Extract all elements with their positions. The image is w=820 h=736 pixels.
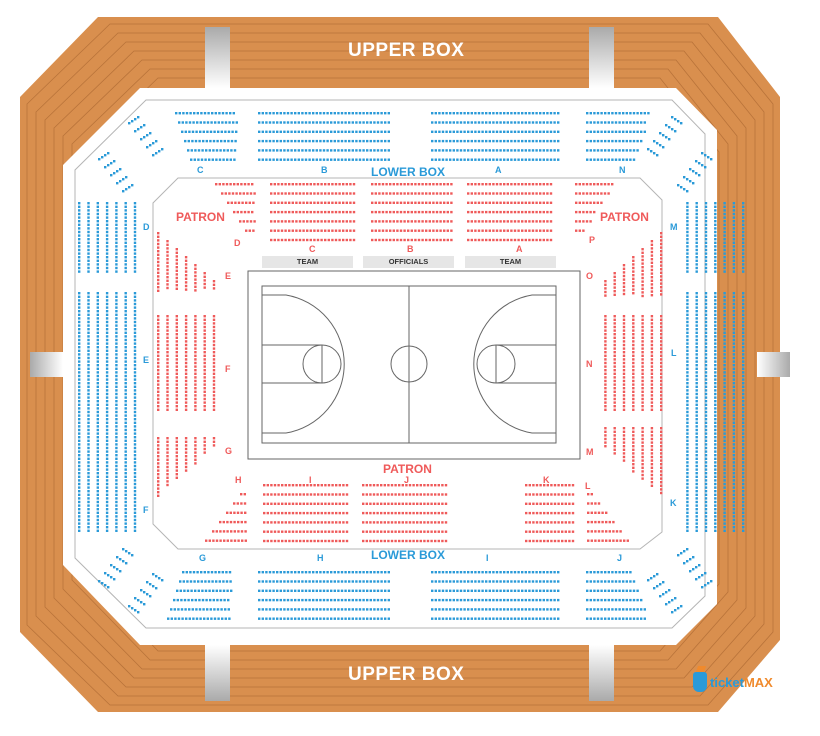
- section-patron-B[interactable]: B: [407, 244, 414, 254]
- logo-text-max: MAX: [743, 674, 773, 690]
- logo-text-ticket: ticket: [710, 674, 744, 690]
- section-lower-F[interactable]: F: [143, 505, 149, 515]
- section-lower-C[interactable]: C: [197, 165, 204, 175]
- tunnel-top-left: [205, 27, 230, 88]
- section-patron-C[interactable]: C: [309, 244, 316, 254]
- section-patron-H[interactable]: H: [235, 475, 242, 485]
- section-lower-I[interactable]: I: [486, 553, 489, 563]
- section-patron-F[interactable]: F: [225, 364, 231, 374]
- section-lower-J[interactable]: J: [617, 553, 623, 563]
- upper-box-bottom-label: UPPER BOX: [348, 664, 465, 685]
- section-lower-L[interactable]: L: [671, 348, 677, 358]
- team-bench-right: TEAM: [465, 256, 556, 268]
- ticket-cup-icon: [693, 672, 707, 692]
- patron-right-label: PATRON: [600, 210, 649, 224]
- section-lower-D[interactable]: D: [143, 222, 150, 232]
- section-lower-B[interactable]: B: [321, 165, 328, 175]
- tunnel-left: [30, 352, 63, 377]
- lower-box-bottom-label: LOWER BOX: [371, 548, 445, 562]
- section-lower-M[interactable]: M: [670, 222, 678, 232]
- tunnel-bottom-right: [589, 645, 614, 701]
- section-patron-O[interactable]: O: [586, 271, 594, 281]
- officials-table: OFFICIALS: [363, 256, 454, 268]
- section-patron-E[interactable]: E: [225, 271, 232, 281]
- section-lower-G[interactable]: G: [199, 553, 207, 563]
- section-lower-K[interactable]: K: [670, 498, 677, 508]
- section-patron-J[interactable]: J: [404, 475, 410, 485]
- upper-box-top-label: UPPER BOX: [348, 40, 465, 61]
- tunnel-right: [757, 352, 790, 377]
- tunnel-bottom-left: [205, 645, 230, 701]
- lower-box-top-label: LOWER BOX: [371, 165, 445, 179]
- section-lower-E[interactable]: E: [143, 355, 150, 365]
- section-lower-N[interactable]: N: [619, 165, 626, 175]
- section-lower-A[interactable]: A: [495, 165, 502, 175]
- patron-left-label: PATRON: [176, 210, 225, 224]
- section-patron-D[interactable]: D: [234, 238, 241, 248]
- basketball-court: [247, 270, 581, 460]
- section-patron-A[interactable]: A: [516, 244, 523, 254]
- section-patron-P[interactable]: P: [589, 235, 596, 245]
- team-bench-left: TEAM: [262, 256, 353, 268]
- section-patron-K[interactable]: K: [543, 475, 550, 485]
- tunnel-top-right: [589, 27, 614, 88]
- section-patron-G[interactable]: G: [225, 446, 233, 456]
- section-patron-N[interactable]: N: [586, 359, 593, 369]
- section-patron-L[interactable]: L: [585, 481, 591, 491]
- patron-bottom-label: PATRON: [383, 462, 432, 476]
- section-lower-H[interactable]: H: [317, 553, 324, 563]
- section-patron-I[interactable]: I: [309, 475, 312, 485]
- section-patron-M[interactable]: M: [586, 447, 594, 457]
